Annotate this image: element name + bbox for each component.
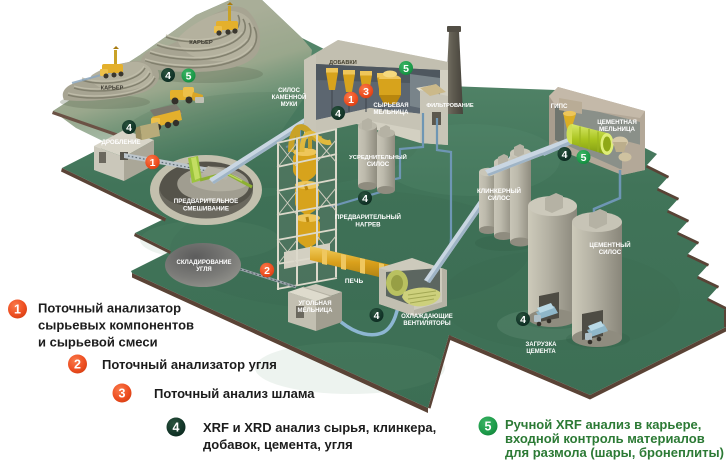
svg-text:ПРЕДВАРИТЕЛЬНЫЙ: ПРЕДВАРИТЕЛЬНЫЙ [335, 213, 402, 221]
svg-text:5: 5 [485, 420, 492, 434]
svg-text:4: 4 [562, 149, 568, 161]
svg-text:ЗАГРУЗКА: ЗАГРУЗКА [526, 342, 558, 348]
svg-text:СИЛОС: СИЛОС [278, 88, 301, 94]
svg-text:4: 4 [520, 314, 526, 326]
svg-text:КАРЬЕР: КАРЬЕР [101, 86, 124, 92]
svg-text:ЦЕМЕНТА: ЦЕМЕНТА [526, 349, 556, 355]
svg-text:СКЛАДИРОВАНИЕ: СКЛАДИРОВАНИЕ [177, 260, 232, 266]
svg-text:КАМЕННОЙ: КАМЕННОЙ [272, 93, 307, 101]
svg-text:4: 4 [173, 421, 180, 435]
svg-text:3: 3 [119, 387, 126, 401]
svg-text:2: 2 [74, 358, 81, 372]
svg-text:3: 3 [363, 86, 369, 98]
svg-text:4: 4 [335, 108, 341, 120]
svg-text:Ручной XRF анализ в карьере,: Ручной XRF анализ в карьере, [505, 417, 701, 432]
svg-text:ПРЕДВАРИТЕЛЬНОЕ: ПРЕДВАРИТЕЛЬНОЕ [174, 198, 238, 205]
svg-text:входной контроль материалов: входной контроль материалов [505, 431, 705, 446]
svg-text:СИЛОС: СИЛОС [488, 195, 511, 202]
svg-text:НАГРЕВ: НАГРЕВ [355, 222, 381, 229]
svg-text:ПЕЧЬ: ПЕЧЬ [345, 278, 364, 285]
svg-text:1: 1 [14, 303, 21, 317]
svg-text:Поточный анализатор угля: Поточный анализатор угля [102, 357, 277, 372]
svg-text:ВЕНТИЛЯТОРЫ: ВЕНТИЛЯТОРЫ [403, 321, 450, 327]
svg-text:ГИПС: ГИПС [551, 103, 568, 110]
svg-text:5: 5 [581, 152, 587, 164]
svg-text:УСРЕДНИТЕЛЬНЫЙ: УСРЕДНИТЕЛЬНЫЙ [349, 153, 407, 161]
svg-text:сырьевых компонентов: сырьевых компонентов [38, 318, 194, 333]
svg-text:1: 1 [348, 94, 354, 106]
svg-text:ЦЕМЕНТНАЯ: ЦЕМЕНТНАЯ [597, 119, 637, 126]
svg-text:МУКИ: МУКИ [281, 102, 298, 108]
svg-text:4: 4 [362, 193, 368, 205]
svg-text:ДРОБЛЕНИЕ: ДРОБЛЕНИЕ [101, 139, 140, 146]
svg-text:СИЛОС: СИЛОС [599, 249, 622, 256]
svg-text:КЛИНКЕРНЫЙ: КЛИНКЕРНЫЙ [477, 187, 522, 195]
svg-text:ФИЛЬТРОВАНИЕ: ФИЛЬТРОВАНИЕ [426, 103, 473, 109]
svg-text:КАРЬЕР: КАРЬЕР [189, 40, 213, 46]
svg-text:4: 4 [165, 70, 171, 82]
svg-text:Поточный анализ шлама: Поточный анализ шлама [154, 386, 315, 401]
svg-text:МЕЛЬНИЦА: МЕЛЬНИЦА [599, 126, 636, 133]
svg-text:МЕЛЬНИЦА: МЕЛЬНИЦА [374, 110, 410, 116]
svg-text:2: 2 [264, 265, 270, 277]
svg-text:5: 5 [186, 70, 192, 82]
svg-text:УГЛЯ: УГЛЯ [196, 267, 212, 273]
svg-text:ЦЕМЕНТНЫЙ: ЦЕМЕНТНЫЙ [589, 241, 631, 249]
svg-text:1: 1 [150, 157, 156, 169]
svg-text:ОХЛАЖДАЮЩИЕ: ОХЛАЖДАЮЩИЕ [401, 314, 453, 320]
svg-text:для размола (шары, бронеплиты): для размола (шары, бронеплиты) [505, 445, 724, 460]
svg-text:Поточный анализатор: Поточный анализатор [38, 301, 181, 316]
svg-text:4: 4 [126, 122, 132, 134]
svg-text:СМЕШИВАНИЕ: СМЕШИВАНИЕ [183, 206, 229, 213]
svg-text:добавок, цемента, угля: добавок, цемента, угля [203, 437, 353, 452]
svg-text:4: 4 [374, 310, 380, 322]
svg-text:МЕЛЬНИЦА: МЕЛЬНИЦА [298, 308, 334, 314]
svg-text:и сырьевой смеси: и сырьевой смеси [38, 335, 158, 350]
svg-text:УГОЛЬНАЯ: УГОЛЬНАЯ [298, 301, 331, 307]
svg-text:5: 5 [403, 63, 409, 75]
svg-text:ДОБАВКИ: ДОБАВКИ [329, 60, 357, 66]
svg-text:XRF и XRD анализ сырья, клинке: XRF и XRD анализ сырья, клинкера, [203, 420, 436, 435]
svg-text:СЫРЬЕВАЯ: СЫРЬЕВАЯ [373, 103, 408, 109]
svg-text:СИЛОС: СИЛОС [367, 161, 390, 168]
